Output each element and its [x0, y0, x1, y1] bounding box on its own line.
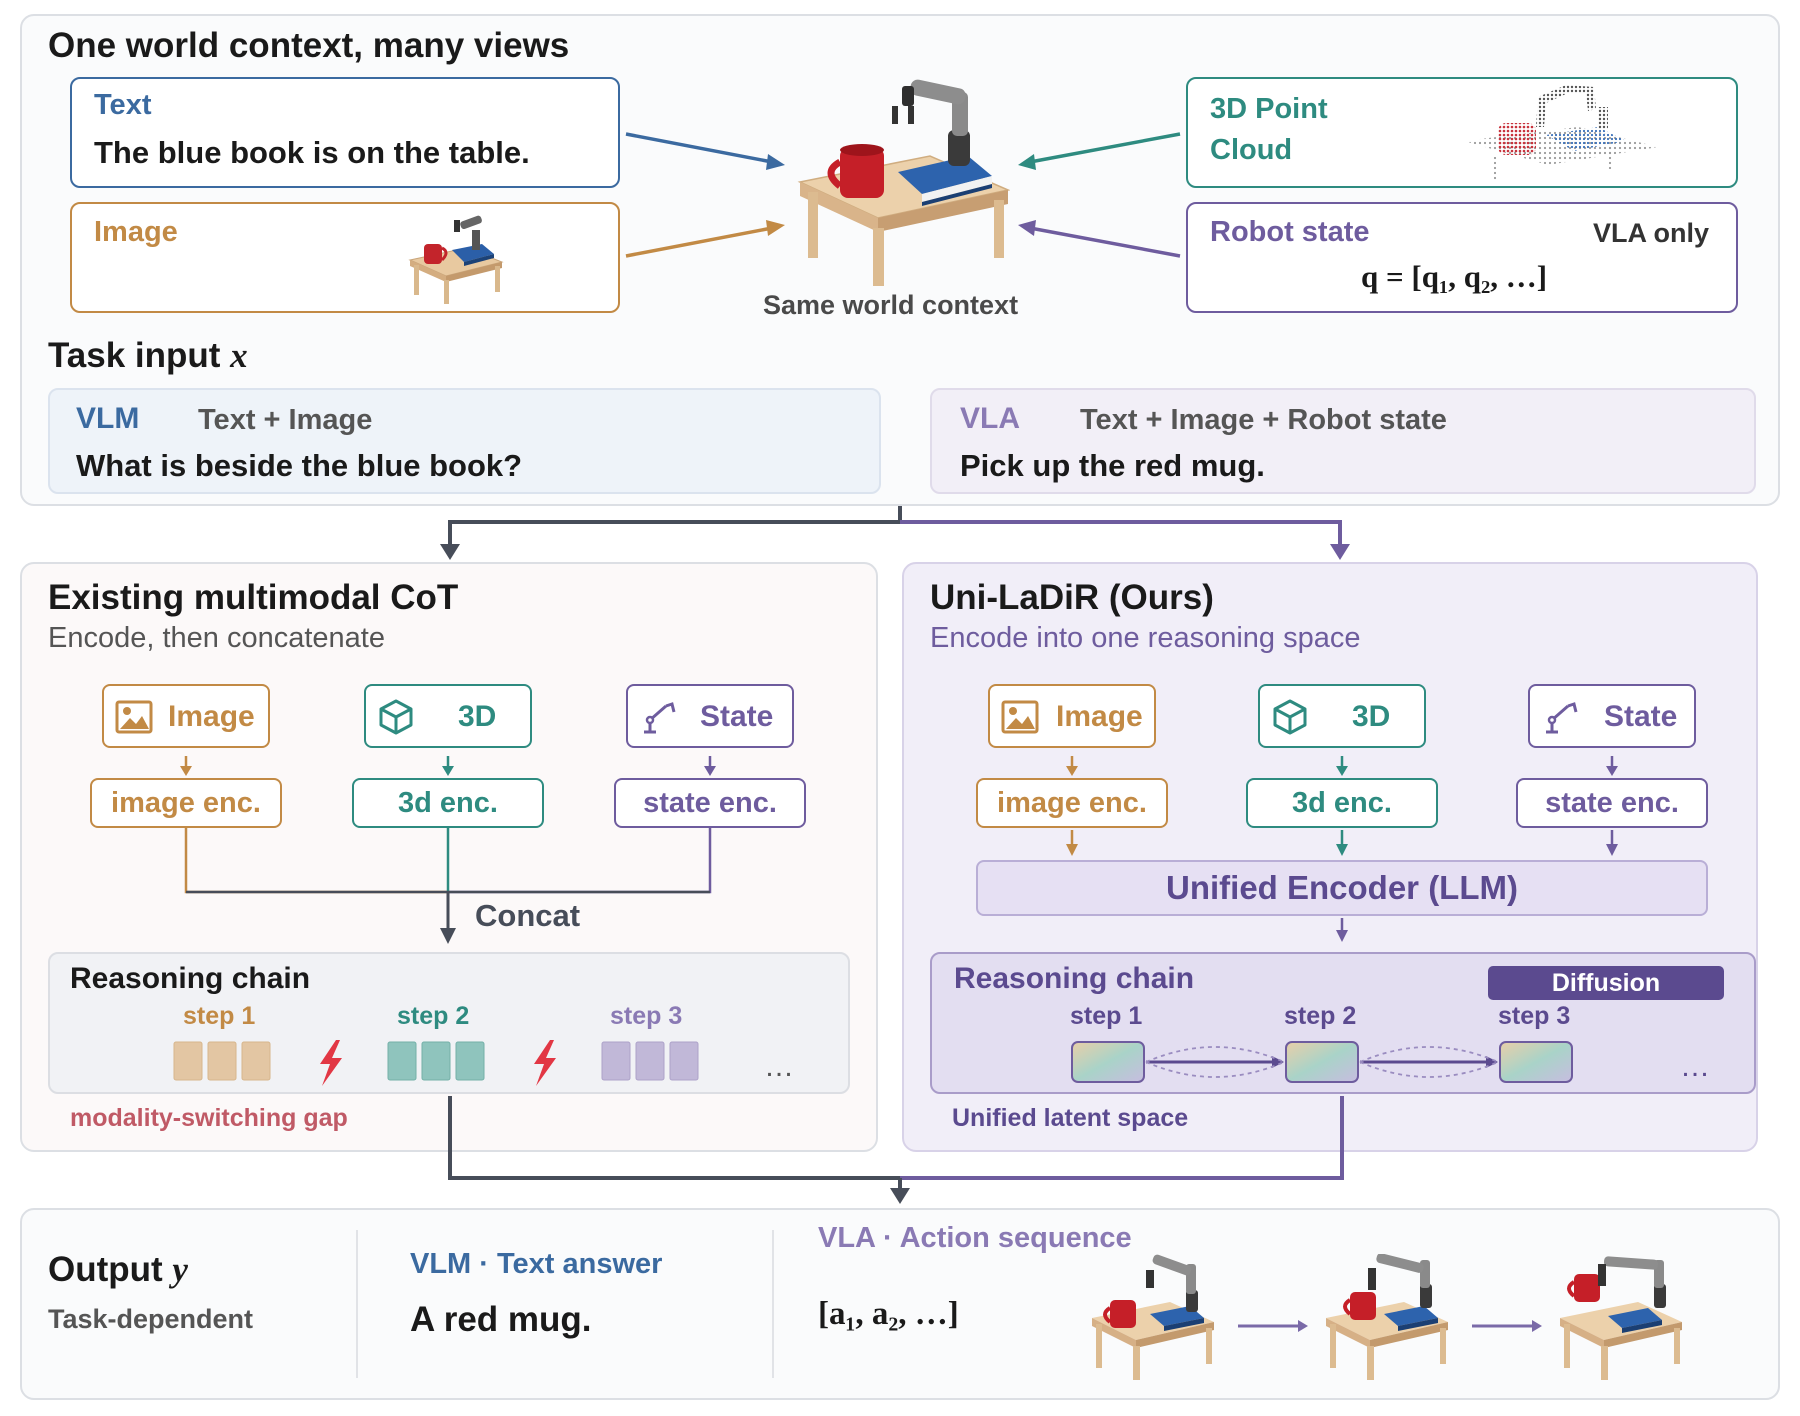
output-panel	[20, 1208, 1780, 1400]
existing-cot-subtitle: Encode, then concatenate	[48, 622, 385, 654]
action-arrow-1	[1238, 1320, 1308, 1332]
text-view-card: Text The blue book is on the table.	[70, 77, 620, 188]
existing-cot-title: Existing multimodal CoT	[48, 578, 459, 617]
output-divider-2	[772, 1230, 774, 1378]
output-var: y	[172, 1250, 188, 1289]
right-image-modality: Image	[988, 684, 1156, 748]
modality-gap-label: modality-switching gap	[70, 1104, 348, 1132]
right-step-1-label: step 1	[1070, 1002, 1143, 1030]
task-input-label: Task input	[48, 336, 221, 375]
vlm-output-label: VLM · Text answer	[410, 1248, 663, 1280]
left-3d-encoder: 3d enc.	[352, 778, 544, 828]
right-chain-title: Reasoning chain	[954, 962, 1195, 995]
point-cloud-icon	[1464, 85, 1658, 181]
right-image-modality-label: Image	[1056, 700, 1143, 733]
vla-task-card: VLA Text + Image + Robot state Pick up t…	[930, 388, 1756, 494]
vlm-task-question: What is beside the blue book?	[76, 448, 523, 483]
left-3d-modality: 3D	[364, 684, 532, 748]
left-step-1-label: step 1	[183, 1002, 256, 1030]
text-view-label: Text	[94, 89, 152, 121]
output-subtitle: Task-dependent	[48, 1304, 254, 1334]
vlm-output-answer: A red mug.	[410, 1300, 592, 1339]
robot-state-formula: q = [q₁, q₂, …]	[1361, 259, 1548, 294]
vlm-task-card: VLM Text + Image What is beside the blue…	[48, 388, 881, 494]
world-scene-icon	[797, 79, 1010, 286]
left-3d-modality-label: 3D	[458, 700, 497, 733]
output-label: Output	[48, 1250, 163, 1289]
action-arrow-2	[1472, 1320, 1542, 1332]
right-3d-modality-label: 3D	[1352, 700, 1391, 733]
vla-output-label: VLA · Action sequence	[818, 1222, 1132, 1254]
left-step-3-label: step 3	[610, 1002, 683, 1030]
right-3d-encoder: 3d enc.	[1246, 778, 1438, 828]
point-cloud-label-2: Cloud	[1210, 134, 1293, 166]
robot-arm-icon	[644, 702, 676, 734]
world-context-caption: Same world context	[763, 290, 1019, 320]
left-image-encoder: image enc.	[90, 778, 282, 828]
robot-arm-icon	[1546, 702, 1578, 734]
task-input-title: Task input x	[48, 338, 248, 373]
vla-task-modalities: Text + Image + Robot state	[1080, 404, 1447, 436]
unified-latent-label: Unified latent space	[952, 1104, 1189, 1132]
left-chain-title: Reasoning chain	[70, 962, 311, 995]
image-view-label: Image	[94, 216, 178, 248]
left-chain-ellipsis: …	[764, 1050, 794, 1083]
concat-label: Concat	[475, 898, 581, 933]
cube-icon	[1273, 699, 1307, 735]
vla-task-question: Pick up the red mug.	[960, 448, 1265, 483]
image-icon	[1001, 700, 1039, 734]
right-state-modality: State	[1528, 684, 1696, 748]
right-chain-ellipsis: …	[1680, 1050, 1710, 1083]
vla-output-sequence: [a₁, a₂, …]	[818, 1296, 959, 1332]
right-image-encoder: image enc.	[976, 778, 1168, 828]
unified-encoder: Unified Encoder (LLM)	[976, 860, 1708, 916]
vlm-task-modalities: Text + Image	[198, 404, 373, 436]
text-view-content: The blue book is on the table.	[94, 135, 530, 170]
left-reasoning-chain: Reasoning chain step 1 step 2 step 3 …	[48, 952, 850, 1094]
left-state-encoder: state enc.	[614, 778, 806, 828]
left-image-modality-label: Image	[168, 700, 255, 733]
vla-only-badge: VLA only	[1593, 218, 1710, 248]
point-cloud-label-1: 3D Point	[1210, 93, 1328, 125]
point-cloud-card: 3D Point Cloud	[1186, 77, 1738, 188]
right-3d-modality: 3D	[1258, 684, 1426, 748]
left-step-2-label: step 2	[397, 1002, 470, 1030]
action-frame-3-icon	[1560, 1256, 1682, 1380]
image-icon	[115, 700, 153, 734]
vla-task-tag: VLA	[960, 402, 1020, 435]
cube-icon	[379, 699, 413, 735]
action-frame-1-icon	[1092, 1254, 1214, 1380]
output-divider-1	[356, 1230, 358, 1378]
uni-ladir-title: Uni-LaDiR (Ours)	[930, 578, 1214, 617]
task-input-var: x	[230, 336, 248, 375]
world-context-title: One world context, many views	[48, 26, 570, 65]
left-state-modality: State	[626, 684, 794, 748]
robot-scene-icon	[408, 215, 504, 304]
diffusion-badge: Diffusion	[1488, 966, 1724, 1000]
task-split-connector	[440, 506, 1350, 560]
robot-state-card: Robot state VLA only q = [q₁, q₂, …]	[1186, 202, 1738, 313]
image-view-card: Image	[70, 202, 620, 313]
output-title: Output y	[48, 1252, 188, 1287]
right-state-encoder: state enc.	[1516, 778, 1708, 828]
right-state-modality-label: State	[1604, 700, 1678, 733]
right-step-2-label: step 2	[1284, 1002, 1357, 1030]
action-frame-2-icon	[1326, 1254, 1448, 1380]
left-image-modality: Image	[102, 684, 270, 748]
right-step-3-label: step 3	[1498, 1002, 1571, 1030]
left-state-modality-label: State	[700, 700, 774, 733]
vlm-task-tag: VLM	[76, 402, 140, 435]
robot-state-label: Robot state	[1210, 216, 1370, 248]
uni-ladir-subtitle: Encode into one reasoning space	[930, 622, 1361, 654]
